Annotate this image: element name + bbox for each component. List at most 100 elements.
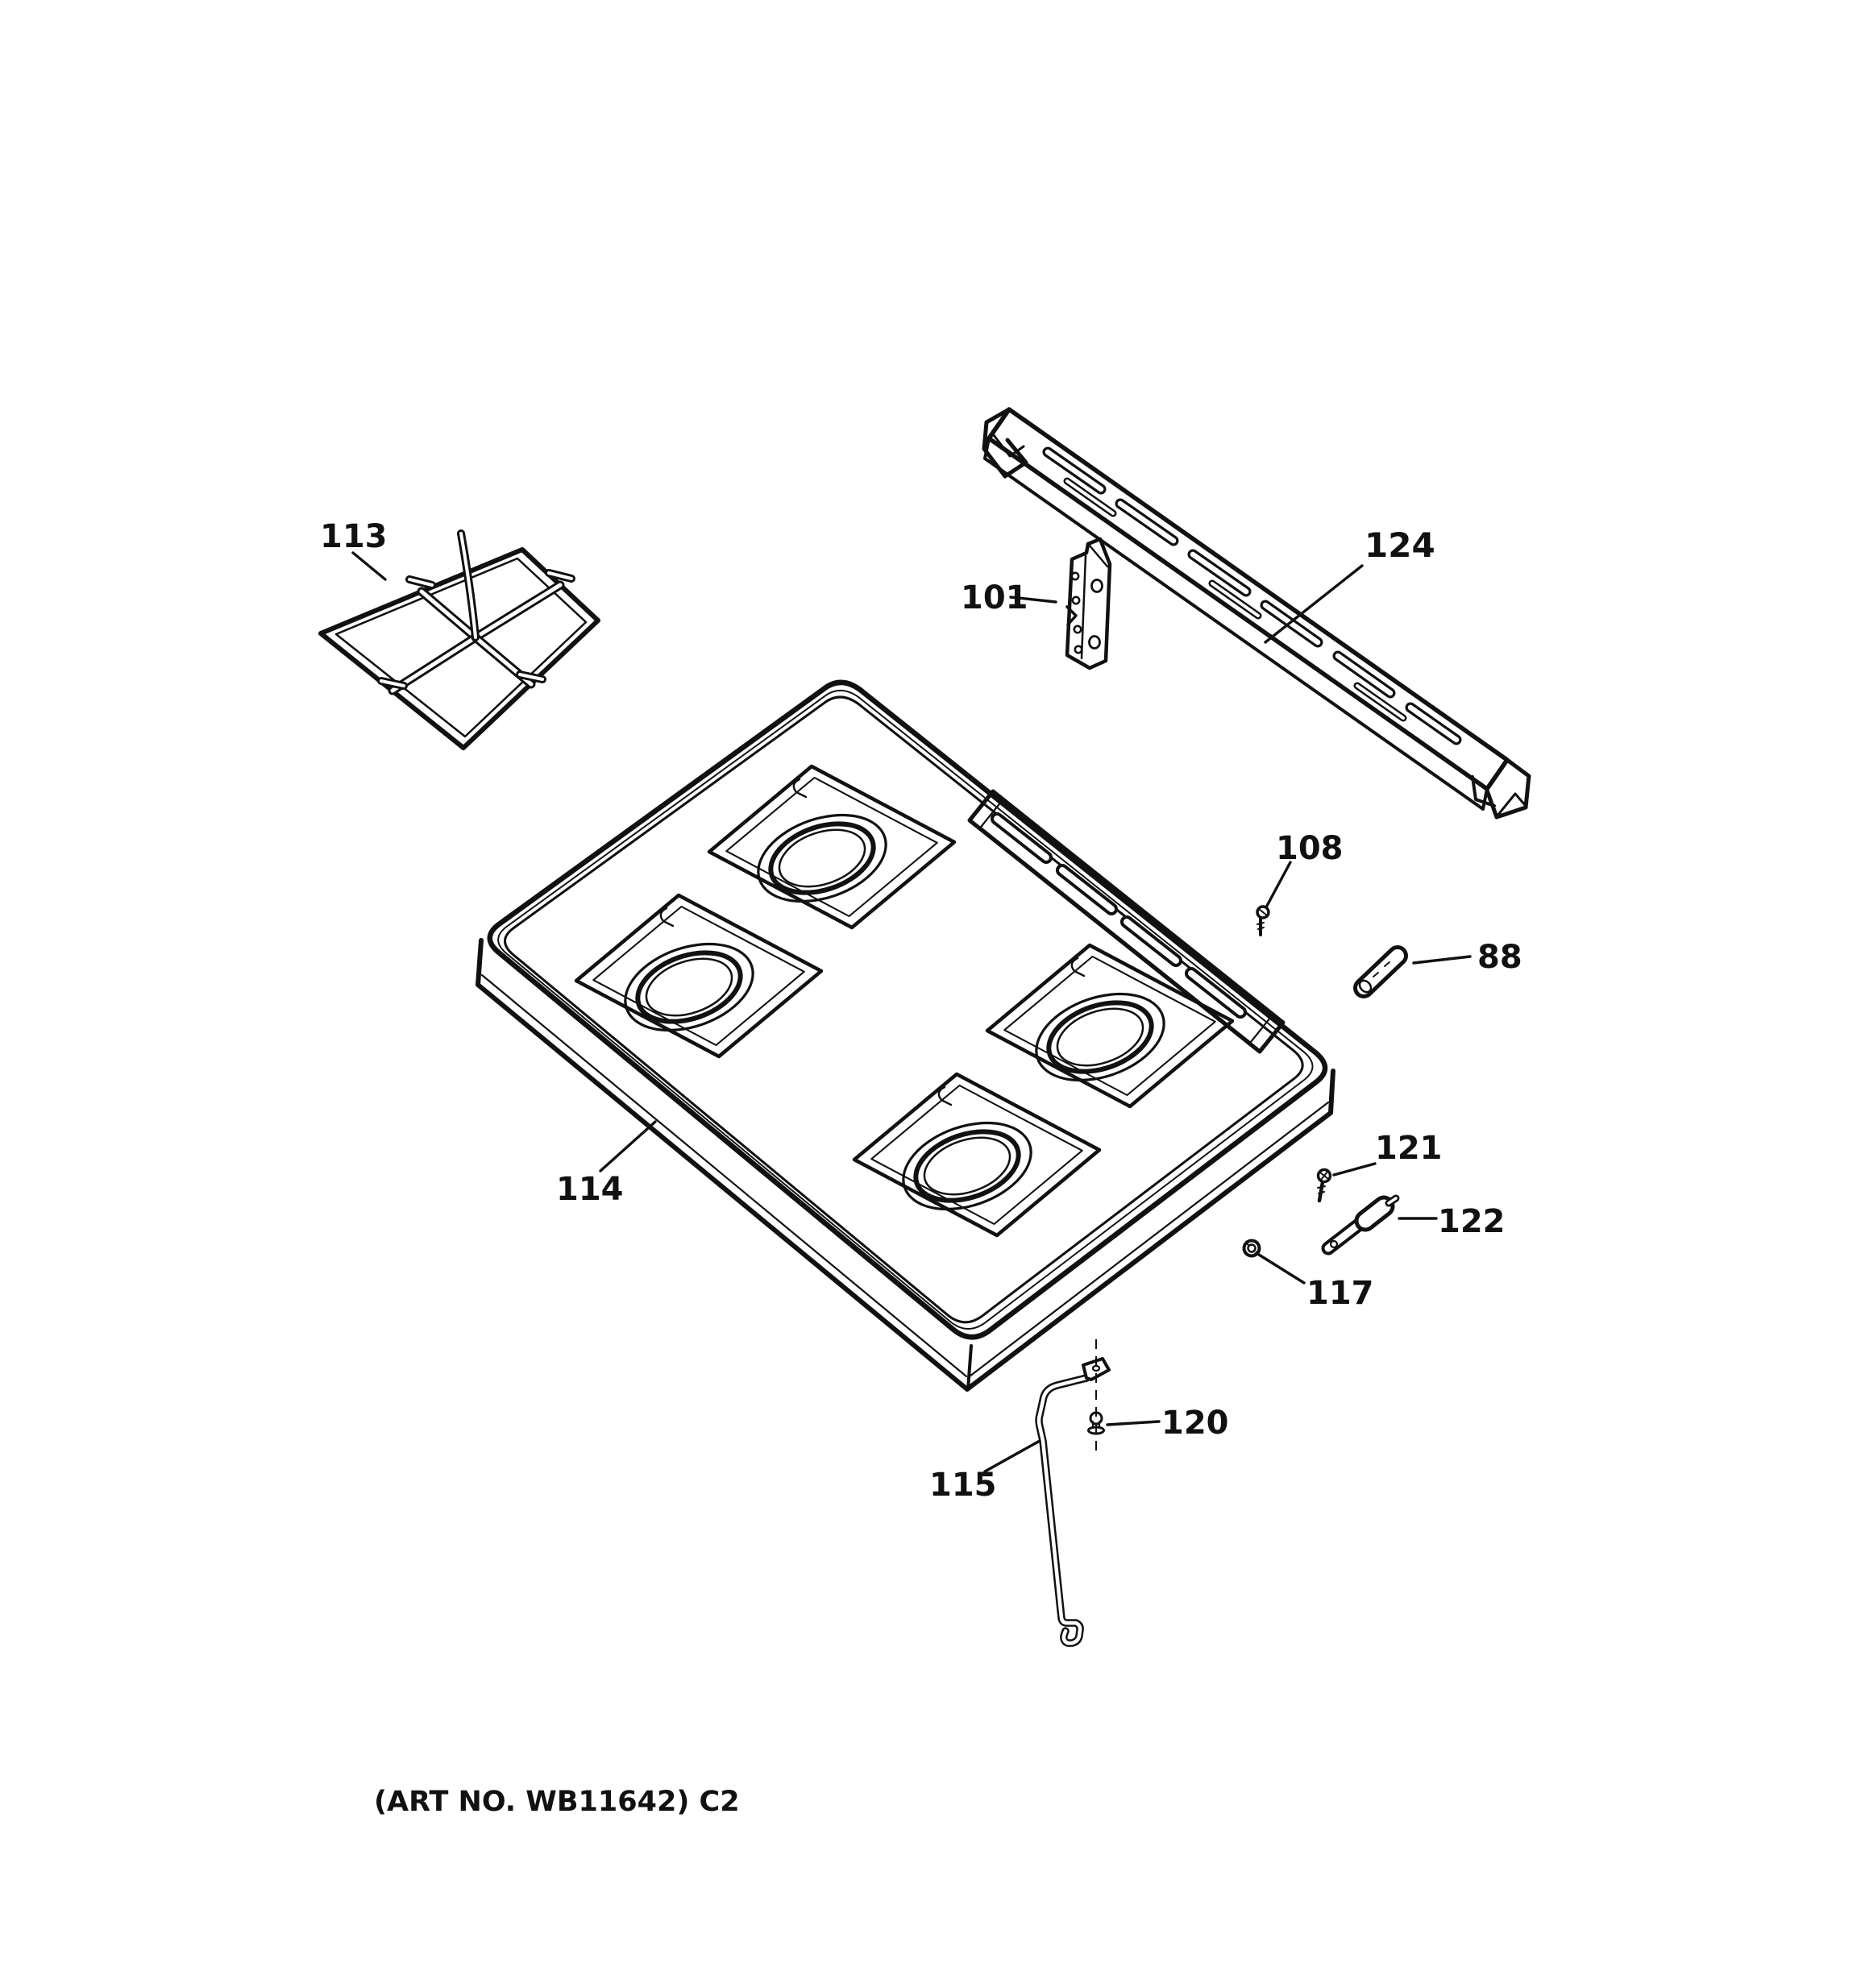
callout-115: 115 [929,1467,997,1504]
nut-facets [1245,1242,1259,1255]
latch-hole [1329,1239,1339,1249]
burner-ring-outer [902,1121,1032,1211]
grate-support-tab-core [547,571,573,580]
part-115-support-rod [1039,1357,1111,1643]
callout-117: 117 [1306,1275,1374,1312]
latch-pin-core [1387,1197,1398,1205]
leader-117 [1257,1253,1306,1285]
burner-ring-mid [635,950,743,1024]
rail-left-cap-fold [992,434,1025,458]
burner-ring-inner [645,957,733,1017]
burner-well-front-right [854,1074,1099,1235]
bracket-body [1065,537,1112,670]
grate-support-tab-core [518,673,544,681]
rail-slot-core [1190,551,1249,595]
rail-slot-lower-core [1211,582,1260,617]
callout-120: 120 [1161,1405,1229,1442]
leader-88 [1412,955,1472,965]
rail-right-end-cap [1485,757,1531,820]
rail-right-cap-notch [1471,775,1496,807]
part-120-screw [1087,1411,1105,1435]
grate-bar-core [473,583,563,640]
screw-slot [1319,1171,1329,1181]
bracket-hole [1070,571,1080,581]
callout-108: 108 [1276,830,1344,867]
part-114-main-cooktop [476,683,1335,1392]
cooktop-front-left-lip [480,973,968,1378]
grate-frame-outer [318,547,600,750]
cooktop-rim-line [497,689,1314,1330]
callout-101: 101 [961,579,1028,616]
rail-slot-core [1117,500,1177,544]
grate-support-tab-core [408,578,434,587]
rail-left-end-cap [982,407,1028,479]
callout-88: 88 [1477,939,1522,976]
nut-body [1242,1239,1261,1258]
callout-121: 121 [1375,1130,1443,1167]
bracket-hole [1073,625,1082,634]
pin-seam [1373,961,1390,977]
grate-center-prong-core [459,532,477,639]
rail-slot-lower-core [1065,479,1115,515]
burner-well-outline [576,895,821,1056]
leader-120 [1106,1420,1161,1426]
callout-122: 122 [1438,1203,1506,1240]
burner-ring-outer [624,942,754,1032]
burner-well-back-right [987,945,1232,1106]
callout-124: 124 [1364,525,1435,565]
vent-slot-core [1124,919,1179,964]
cooktop-outer-edge [490,683,1325,1337]
screw-head [1256,905,1270,919]
cooktop-inner-rim [503,695,1304,1324]
rod-tab-hole [1091,1364,1101,1372]
burner-ring-inner [923,1136,1011,1196]
grate-frame-inner [334,557,588,738]
screw-threads [1317,1185,1326,1194]
cooktop-front-right-lip [968,1101,1330,1378]
burner-ring-inner [1056,1007,1144,1067]
art-number-footer: (ART NO. WB11642) C2 [374,1786,740,1818]
bracket-hole-large [1090,579,1103,593]
part-113-burner-grate [318,529,600,750]
burner-well-back-left [709,766,954,928]
leader-114 [599,1120,657,1172]
grate-support-tab-core [380,679,405,687]
grate-bar-core [419,589,478,640]
rail-slot-core [1262,602,1321,645]
vent-slot-core [1059,867,1115,912]
leader-121 [1332,1162,1377,1177]
burner-ring-outer [1035,992,1165,1082]
burner-ring [1035,992,1165,1082]
burner-ring-mid [913,1129,1021,1203]
rail-slot-core [1407,704,1460,743]
pin-open-end [1358,979,1373,994]
bracket-fold-line [1080,554,1087,660]
rail-front-face [983,437,1489,811]
part-121-screw [1316,1168,1332,1203]
rod-outline [1039,1378,1086,1643]
screw-head [1089,1411,1103,1426]
grate-bar-core [390,635,478,693]
screw-slot [1258,908,1268,916]
rail-slot-lower-core [1356,684,1405,720]
vent-slot-core [994,816,1049,861]
part-108-screw [1256,905,1270,936]
burner-ring [757,813,887,903]
rail-right-cap-fold [1496,792,1527,817]
burner-well-outline [709,766,954,928]
burner-ring [624,942,754,1032]
bracket-top-tab-fold [1087,543,1109,568]
vent-grille [970,791,1283,1052]
part-117-nut [1242,1239,1261,1258]
bracket-hole-large [1088,635,1101,650]
vent-slot-core [1188,970,1244,1015]
leader-101 [1009,596,1057,604]
leader-113 [351,551,387,581]
burner-ring [902,1121,1032,1211]
burner-ring-outer [757,813,887,903]
leader-124 [1264,564,1364,644]
part-124-trim-rail [982,407,1531,820]
leader-115 [983,1439,1041,1473]
